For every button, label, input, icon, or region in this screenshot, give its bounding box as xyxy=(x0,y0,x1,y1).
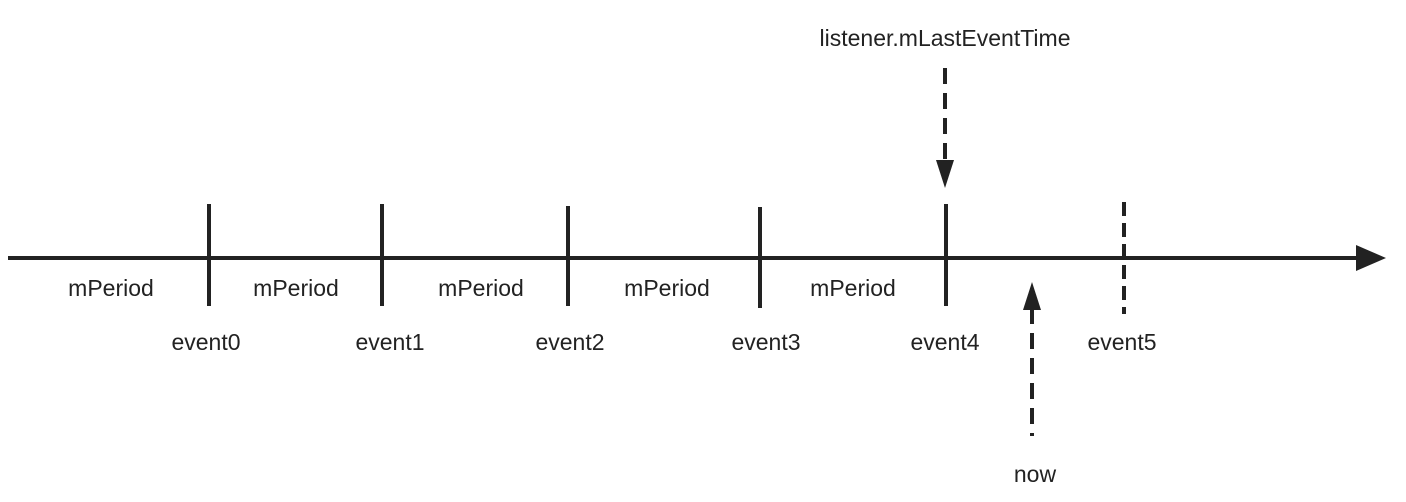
last-event-time-arrowhead xyxy=(936,160,954,188)
now-label: now xyxy=(1014,461,1057,487)
period-label-4: mPeriod xyxy=(624,275,710,301)
event4-label: event4 xyxy=(910,329,979,355)
period-label-2: mPeriod xyxy=(253,275,339,301)
time-axis-arrowhead xyxy=(1356,245,1386,271)
period-label-3: mPeriod xyxy=(438,275,524,301)
event3-label: event3 xyxy=(731,329,800,355)
now-arrowhead xyxy=(1023,282,1041,310)
period-label-5: mPeriod xyxy=(810,275,896,301)
event2-label: event2 xyxy=(535,329,604,355)
event5-label: event5 xyxy=(1087,329,1156,355)
event0-label: event0 xyxy=(171,329,240,355)
period-label-1: mPeriod xyxy=(68,275,154,301)
event1-label: event1 xyxy=(355,329,424,355)
last-event-time-label: listener.mLastEventTime xyxy=(820,25,1071,51)
